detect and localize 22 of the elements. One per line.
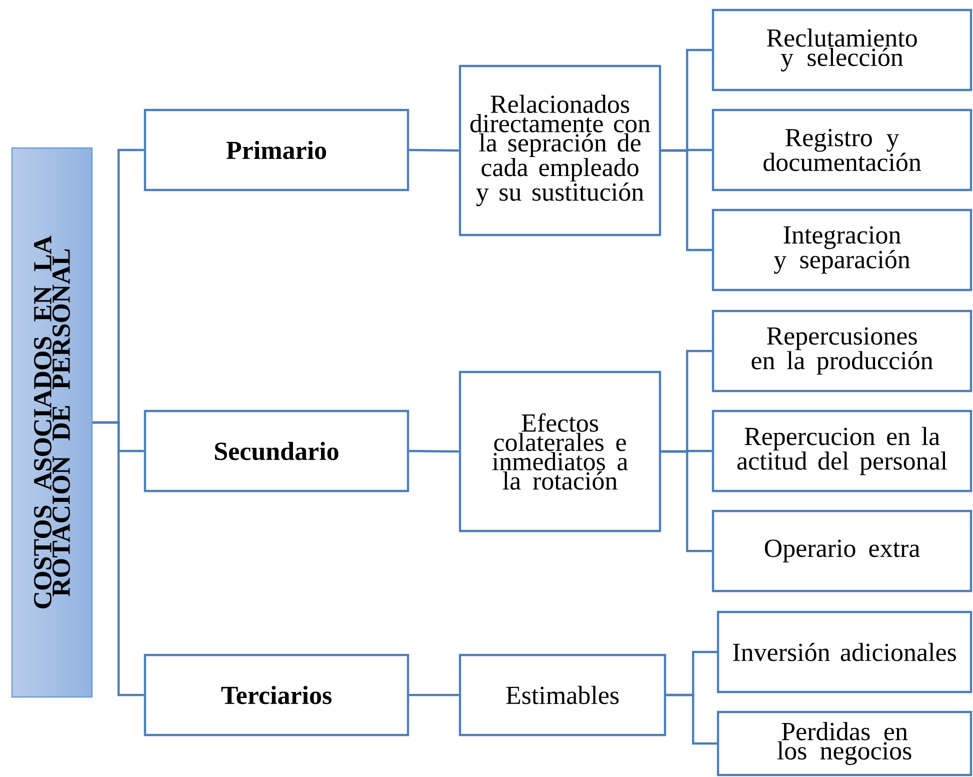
text-box: Efectos colaterales e inmediatos a la rotación [458, 370, 662, 532]
connector-line [661, 149, 712, 252]
title-box: COSTOS ASOCIADOS EN LA ROTACION DE PERSONAL [11, 147, 93, 698]
connector-line [409, 450, 459, 453]
text-box: Estimables [458, 654, 666, 736]
category-box: Secundario [144, 410, 410, 492]
text-box: Registro y documentación [712, 108, 972, 192]
text-box: Inversión adicionales [716, 610, 972, 694]
text-box: Repercusiones en la producción [712, 310, 972, 392]
text-box: Operario extra [712, 510, 972, 592]
text-box: Relacionados directamente con la sepración de cada empleado y su sustitución [458, 64, 662, 236]
connector-line [92, 421, 144, 696]
text-box: Repercucion en la actitud del personal [712, 410, 972, 492]
text-box: Integracion y separación [712, 208, 972, 292]
connector-line [661, 450, 712, 552]
text-box: Perdidas en los negocios [716, 710, 972, 776]
connector-line [409, 694, 459, 696]
category-box: Terciarios [144, 654, 410, 736]
connector-line [409, 148, 459, 152]
category-box: Primario [144, 108, 410, 192]
connector-line [666, 694, 717, 745]
text-box: Reclutamiento y selección [712, 8, 972, 92]
